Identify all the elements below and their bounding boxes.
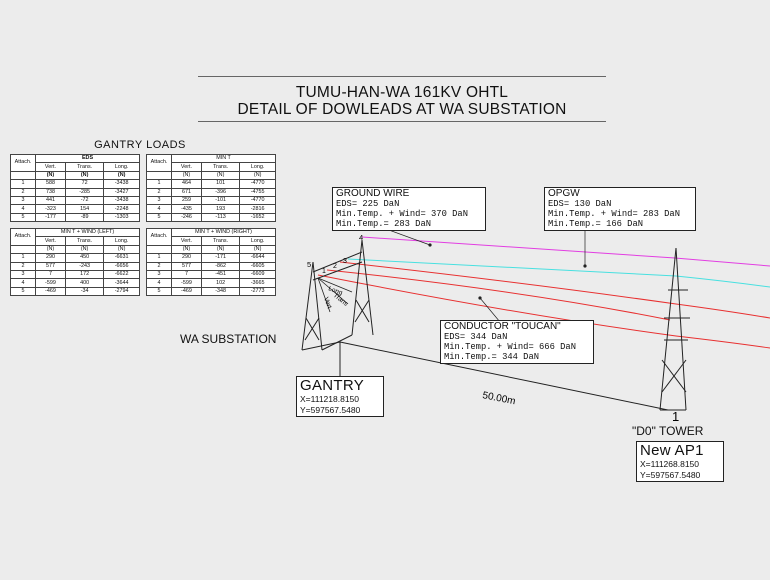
leader-dot-conductor — [478, 296, 482, 300]
wa-substation-label: WA SUBSTATION — [180, 332, 277, 346]
ground-wire-min-temp-wind: Min.Temp. + Wind= 370 DaN — [336, 209, 468, 219]
title-rule-bottom — [198, 121, 606, 122]
axis-label-vert: Vert — [322, 296, 333, 309]
gantry-loads-title: GANTRY LOADS — [94, 139, 186, 151]
attach-label-3: 3 — [343, 258, 347, 265]
title-rule-top — [198, 76, 606, 77]
ground-wire-min-temp: Min.Temp.= 283 DaN — [336, 219, 432, 229]
new-ap1-y-coordinate: Y=597567.5480 — [640, 469, 701, 480]
attach-label-5: 5 — [307, 260, 311, 269]
new-ap1-name: New AP1 — [640, 442, 704, 459]
ground-wire-callout: GROUND WIRE EDS= 225 DaN Min.Temp. + Win… — [332, 187, 486, 231]
new-ap1-x-coordinate: X=111268.8150 — [640, 459, 700, 469]
conductor-wire-top — [339, 261, 770, 319]
leader-dot-opgw — [583, 264, 587, 268]
conductor-min-temp: Min.Temp.= 344 DaN — [444, 352, 540, 362]
table-min-t-wind-left: Attach.MIN T + WIND (LEFT) Vert.Trans.Lo… — [10, 227, 140, 297]
ground-wire-eds: EDS= 225 DaN — [336, 199, 400, 209]
table-min-t: Attach.MIN T Vert.Trans.Long. (N)(N)(N) … — [146, 153, 276, 223]
opgw-callout: OPGW EDS= 130 DaN Min.Temp. + Wind= 283 … — [544, 187, 696, 231]
axis-label-long: Long — [327, 285, 343, 297]
gantry-coordinates-box: GANTRY X=111218.8150 Y=597567.5480 — [296, 376, 384, 417]
opgw-wire — [347, 258, 770, 288]
conductor-min-temp-wind: Min.Temp. + Wind= 666 DaN — [444, 342, 576, 352]
opgw-min-temp: Min.Temp.= 166 DaN — [548, 219, 644, 229]
conductor-wire-bottom — [317, 274, 770, 349]
gantry-y-coordinate: Y=597567.5480 — [300, 404, 361, 415]
conductor-callout: CONDUCTOR "TOUCAN" EDS= 344 DaN Min.Temp… — [440, 320, 594, 364]
drawing-title-line2: DETAIL OF DOWLEADS AT WA SUBSTATION — [237, 101, 567, 118]
d0-tower-structure — [659, 247, 690, 411]
span-length-label: 50.00m — [481, 390, 516, 407]
conductor-eds: EDS= 344 DaN — [444, 332, 508, 342]
col-header-attach: Attach. — [10, 228, 36, 246]
attach-label-2: 2 — [333, 263, 337, 270]
opgw-title: OPGW — [548, 188, 580, 199]
gantry-structure — [301, 239, 669, 411]
attach-label-4: 4 — [359, 233, 363, 242]
drawing-title-line1: TUMU-HAN-WA 161KV OHTL — [295, 84, 509, 101]
table-min-t-wind-right: Attach.MIN T + WIND (RIGHT) Vert.Trans.L… — [146, 227, 276, 297]
gantry-x-coordinate: X=111218.8150 — [300, 394, 360, 404]
axis-label-trans: Trans — [332, 292, 350, 308]
table-row: 5-246-113-1652 — [146, 212, 276, 223]
load-axes — [317, 277, 353, 313]
opgw-eds: EDS= 130 DaN — [548, 199, 612, 209]
table-row: 5-469-348-2773 — [146, 286, 276, 297]
tower-number-label: 1 — [672, 409, 679, 424]
ground-wire-title: GROUND WIRE — [336, 188, 410, 199]
new-ap1-coordinates-box: New AP1 X=111268.8150 Y=597567.5480 — [636, 441, 724, 482]
d0-tower-label: "D0" TOWER — [632, 424, 704, 438]
attach-label-1: 1 — [322, 268, 326, 275]
table-row: 5-177-89-1303 — [10, 212, 140, 223]
leader-dot-ground-wire — [428, 243, 432, 247]
gantry-name: GANTRY — [300, 377, 365, 394]
conductor-title: CONDUCTOR "TOUCAN" — [444, 321, 561, 332]
table-row: 5-469-34-2794 — [10, 286, 140, 297]
opgw-min-temp-wind: Min.Temp. + Wind= 283 DaN — [548, 209, 680, 219]
conductor-wire-middle — [326, 269, 671, 321]
ground-wire — [361, 236, 770, 267]
